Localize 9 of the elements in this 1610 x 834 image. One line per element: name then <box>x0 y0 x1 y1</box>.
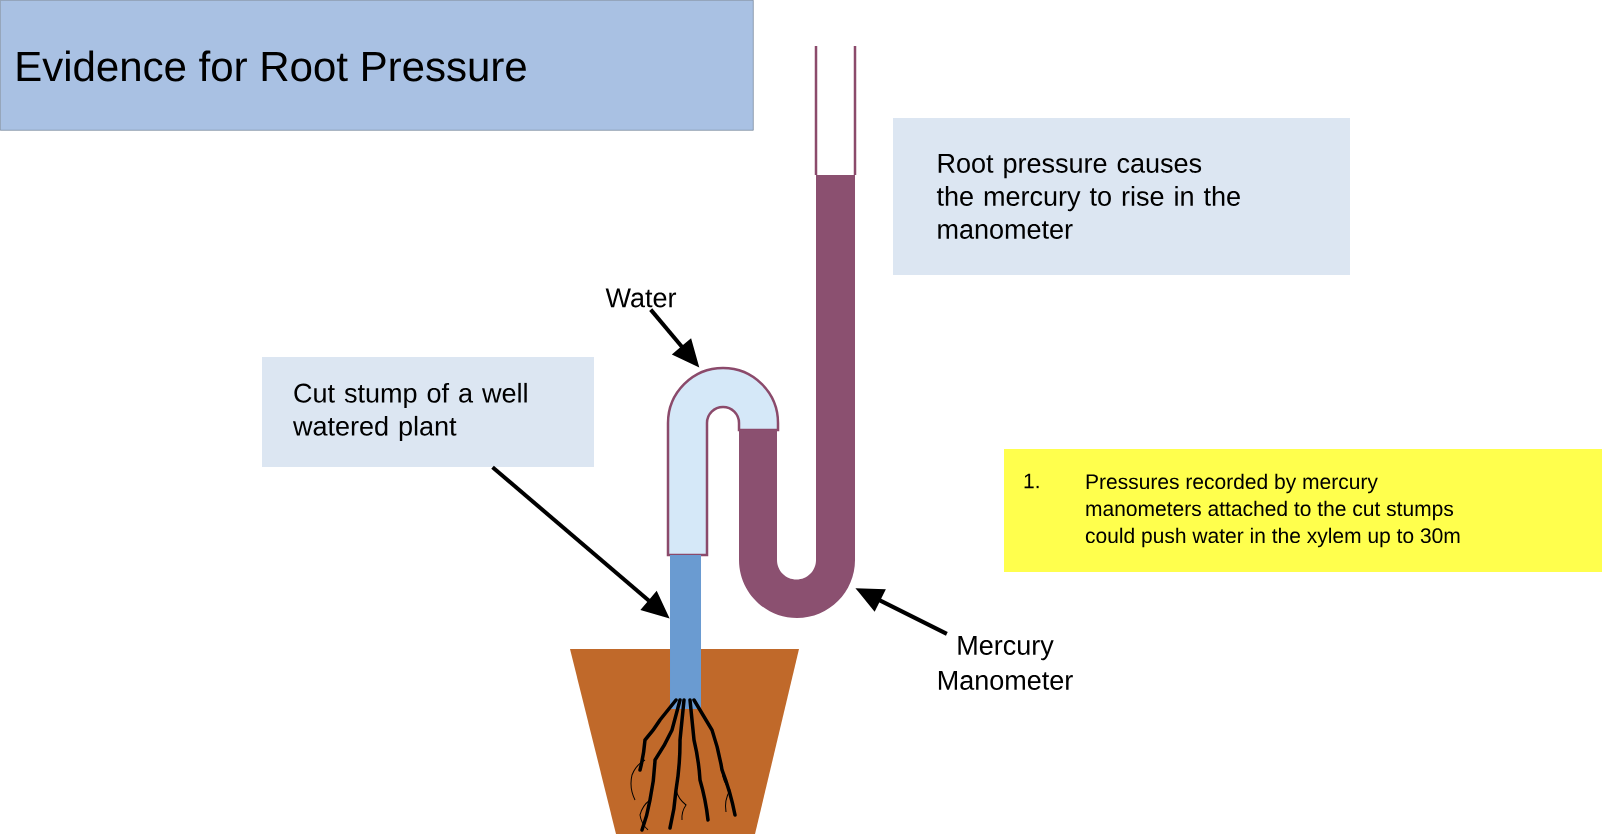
text-box: Root pressure causes the mercury to rise in the manometer <box>893 118 1350 275</box>
label: Mercury Manometer <box>938 636 1073 690</box>
plant-stump <box>670 555 701 709</box>
note-box: 1. Pressures recorded by mercury manometers attached to the cut stumps could push water in the xylem up to 30m <box>1004 449 1602 572</box>
title: Evidence for Root Pressure <box>17 50 526 82</box>
water-tube <box>666 366 780 557</box>
mercury-tube <box>739 44 857 618</box>
label: Water <box>605 288 677 308</box>
text-box: Cut stump of a well watered plant <box>262 357 594 467</box>
